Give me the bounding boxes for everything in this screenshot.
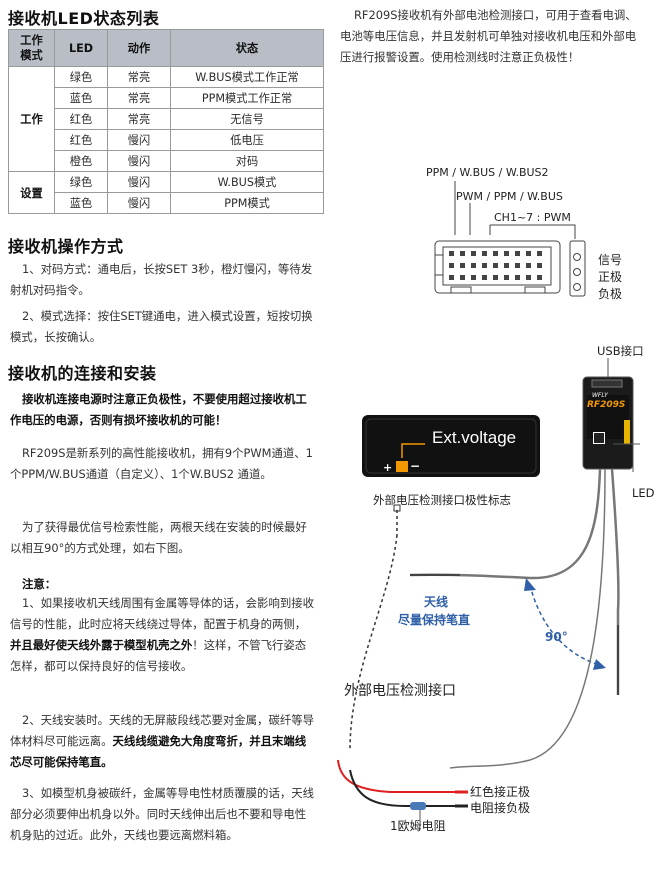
action-cell: 常亮: [107, 66, 171, 88]
header-led: LED: [54, 29, 108, 67]
table-header-row: 工作 模式 LED 动作 状态: [8, 29, 324, 67]
led-cell: 蓝色: [54, 192, 108, 214]
status-cell: 低电压: [170, 129, 324, 151]
table-row: 蓝色 慢闪 PPM模式: [9, 192, 324, 214]
connector-label-pwm-ppm-wbus: PWM / PPM / W.BUS: [456, 190, 563, 203]
led-section-title: 接收机LED状态列表: [8, 9, 160, 28]
status-cell: PPM模式工作正常: [170, 87, 324, 109]
table-row: 蓝色 常亮 PPM模式工作正常: [9, 87, 324, 109]
header-status: 状态: [170, 29, 324, 67]
ext-port-title: 外部电压检测接口: [344, 683, 456, 699]
status-cell: 无信号: [170, 108, 324, 130]
mode-cell: 工作: [8, 66, 55, 172]
red-wire-label: 红色接正极: [470, 785, 531, 799]
usb-port-label: USB接口: [597, 344, 644, 358]
led-cell: 蓝色: [54, 87, 108, 109]
action-cell: 常亮: [107, 108, 171, 130]
installation-diagram: [337, 358, 640, 820]
led-status-table: 工作 模式 LED 动作 状态 工作 绿色 常亮 W.BUS模式工作正常 蓝色 …: [8, 29, 324, 214]
operation-paragraph-1: 1、对码方式：通电后，长按SET 3秒，橙灯慢闪，等待发射机对码指令。: [10, 262, 313, 297]
table-row: 设置 绿色 慢闪 W.BUS模式: [8, 171, 324, 214]
led-cell: 红色: [54, 129, 108, 151]
connector-diagram: [434, 181, 586, 297]
pin-label-negative: 负极: [598, 287, 623, 301]
ext-voltage-panel: [362, 415, 540, 477]
table-row: 橙色 慢闪 对码: [9, 150, 324, 172]
pin-label-positive: 正极: [598, 270, 623, 284]
led-cell: 绿色: [54, 66, 108, 88]
status-cell: 对码: [170, 150, 324, 172]
action-cell: 慢闪: [107, 129, 171, 151]
operation-paragraph-2: 2、模式选择：按住SET键通电，进入模式设置，短按切换模式，长按确认。: [10, 309, 313, 344]
mode-cell: 设置: [8, 171, 55, 214]
external-voltage-description: RF209S接收机有外部电池检测接口，可用于查看电调、电池等电压信息，并且发射机…: [340, 8, 637, 64]
led-cell: 绿色: [54, 171, 108, 193]
header-mode: 工作 模式: [8, 29, 55, 67]
status-cell: PPM模式: [170, 192, 324, 214]
led-label: LED: [632, 486, 655, 500]
antenna-paragraph: 为了获得最优信号检索性能，两根天线在安装的时候最好以相互90°的方式处理，如右下…: [10, 520, 307, 555]
angle-label: 90°: [545, 630, 568, 644]
resistor-wire-label: 电阻接负极: [470, 801, 531, 815]
antenna-label: 天线: [424, 595, 449, 609]
intro-paragraph: RF209S是新系列的高性能接收机，拥有9个PWM通道、1个PPM/W.BUS通…: [10, 446, 313, 481]
antenna-straight-label: 尽量保持笔直: [398, 613, 471, 627]
plus-sign: +: [383, 461, 393, 474]
connector-label-ppm-wbus-wbus2: PPM / W.BUS / W.BUS2: [426, 166, 549, 179]
table-row: 红色 慢闪 低电压: [9, 129, 324, 151]
note-3: 3、如模型机身被碳纤，金属等导电性材质覆膜的话，天线部分必须要伸出机身以外。同时…: [10, 786, 315, 842]
note-1: 1、如果接收机天线周围有金属等导体的话，会影响到接收信号的性能，此时应将天线绕过…: [10, 596, 315, 673]
operation-title: 接收机操作方式: [8, 237, 124, 256]
status-cell: W.BUS模式工作正常: [170, 66, 324, 88]
action-cell: 常亮: [107, 87, 171, 109]
header-action: 动作: [107, 29, 171, 67]
action-cell: 慢闪: [107, 150, 171, 172]
connector-label-ch1-7: CH1~7 : PWM: [494, 211, 571, 224]
led-cell: 橙色: [54, 150, 108, 172]
action-cell: 慢闪: [107, 192, 171, 214]
status-cell: W.BUS模式: [170, 171, 324, 193]
install-title: 接收机的连接和安装: [8, 364, 157, 383]
receiver-model: RF209S: [587, 400, 626, 410]
ext-polarity-caption: 外部电压检测接口极性标志: [373, 493, 511, 507]
led-cell: 红色: [54, 108, 108, 130]
resistor-label: 1欧姆电阻: [390, 819, 446, 833]
note-title: 注意：: [22, 577, 57, 591]
pin-label-signal: 信号: [598, 253, 623, 267]
table-row: 红色 常亮 无信号: [9, 108, 324, 130]
minus-sign: −: [410, 459, 421, 473]
ext-voltage-label: Ext.voltage: [432, 428, 517, 447]
polarity-warning: 接收机连接电源时注意正负极性，不要使用超过接收机工作电压的电源，否则有损坏接收机…: [10, 392, 307, 427]
table-row: 工作 绿色 常亮 W.BUS模式工作正常: [8, 66, 324, 172]
note-2: 2、天线安装时。天线的无屏蔽段线芯要对金属，碳纤等导体材料尽可能远离。天线线缆避…: [10, 713, 315, 769]
receiver-brand: WFLY: [592, 392, 608, 399]
action-cell: 慢闪: [107, 171, 171, 193]
